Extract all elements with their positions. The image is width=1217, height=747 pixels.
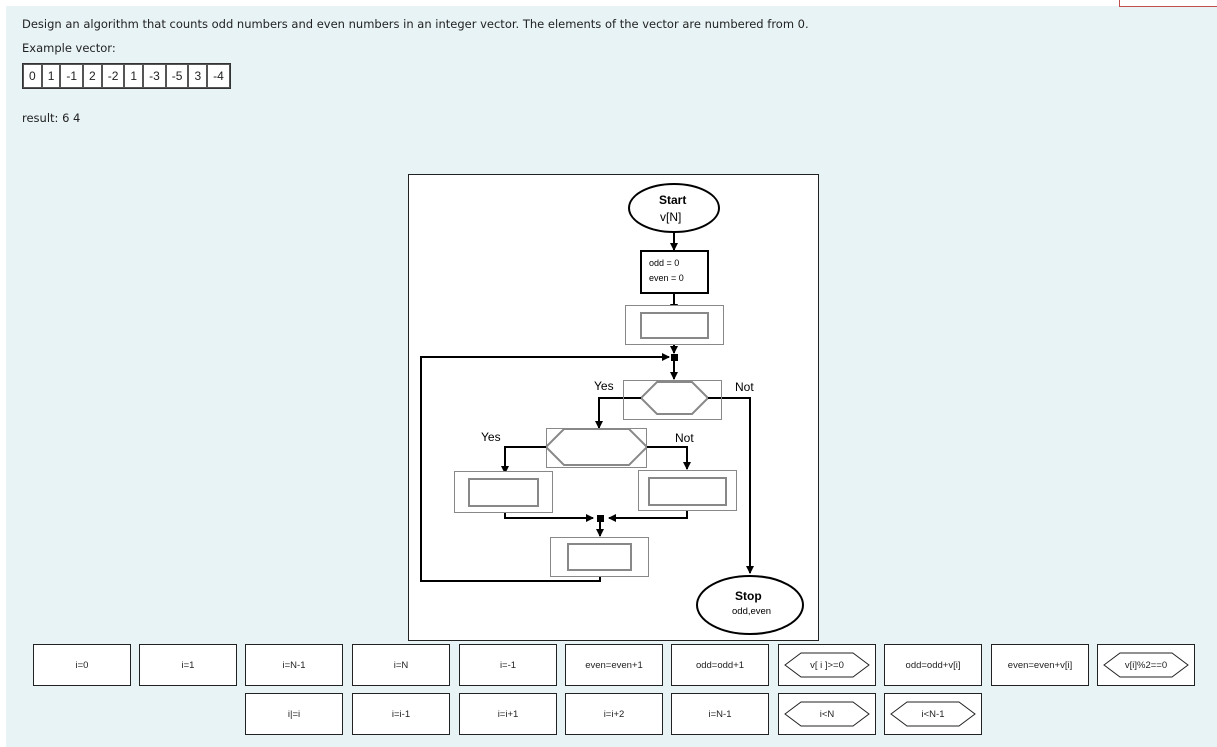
answer-card-label: i=i+2 [603,708,625,720]
answer-card-label: i=N-1 [282,659,306,671]
start-terminal [628,183,720,233]
answer-card-label: i=-1 [499,659,517,671]
answer-card-i-1[interactable]: i=-1 [459,644,557,686]
init-odd: odd = 0 [649,258,680,268]
answer-card-i-n-1[interactable]: i=N-1 [671,693,769,735]
hexagon-shape-icon [1103,652,1189,678]
answer-card-label: i=N-1 [708,708,732,720]
start-title: Start [659,193,687,207]
answer-card-i-n[interactable]: i<N [778,693,876,735]
outer-yes-label: Yes [594,379,614,393]
answer-card-label: i=1 [181,659,195,671]
drop-zone-inner-condition[interactable] [546,428,647,468]
answer-card-label: i=i+1 [497,708,519,720]
vector-cell: -5 [165,64,189,88]
flowchart-lines [420,183,804,635]
answer-card-label: i=0 [75,659,89,671]
init-even: even = 0 [649,273,684,283]
vector-cell: -3 [143,64,166,88]
result-line: result: 6 4 [22,111,80,125]
stop-title: Stop [735,589,762,603]
flowchart-canvas: Start v[N] odd = 0 even = 0 Yes Not Yes … [408,174,819,641]
result-label: result: [22,111,59,125]
answer-card-even-even-v-i[interactable]: even=even+v[i] [991,644,1089,686]
answer-card-label: i=i-1 [391,708,411,720]
example-vector-label: Example vector: [22,41,116,55]
drop-zone-no-branch[interactable] [638,470,737,511]
answer-card-i-n[interactable]: i=N [352,644,450,686]
answer-card-odd-odd-v-i[interactable]: odd=odd+v[i] [884,644,982,686]
stop-output: odd,even [732,606,772,617]
vector-cell: 2 [83,64,102,88]
answer-card-even-even-1[interactable]: even=even+1 [565,644,663,686]
answer-card-i-n-1[interactable]: i<N-1 [884,693,982,735]
answer-card-label: i<N [819,708,835,720]
answer-card-label: i|=i [287,708,301,720]
answer-card-i-i-1[interactable]: i=i-1 [352,693,450,735]
answer-card-v-i-0[interactable]: v[ i ]>=0 [778,644,876,686]
vector-cell: -4 [207,64,230,88]
vector-cell: -1 [60,64,84,88]
answer-card-label: v[ i ]>=0 [810,659,844,671]
vector-cell: -2 [101,64,125,88]
vector-cell: 1 [124,64,144,88]
answer-card-i-i-2[interactable]: i=i+2 [565,693,663,735]
merge-junction [597,515,604,522]
stop-terminal [696,575,804,635]
outer-no-label: Not [735,380,754,394]
problem-statement: Design an algorithm that counts odd numb… [22,17,809,31]
answer-card-label: odd=odd+1 [695,659,745,671]
answer-card-label: odd=odd+v[i] [905,659,961,671]
answer-card-i-0[interactable]: i=0 [33,644,131,686]
start-input: v[N] [660,210,682,224]
answer-card-i-n-1[interactable]: i=N-1 [245,644,343,686]
inner-no-label: Not [675,431,694,445]
inner-yes-label: Yes [481,430,501,444]
answer-card-label: even=even+1 [585,659,643,671]
result-value: 6 4 [62,111,81,125]
answer-card-label: v[i]%2==0 [1124,659,1168,671]
drop-zone-outer-condition[interactable] [623,380,722,420]
drop-zone-yes-branch[interactable] [454,471,553,513]
loop-junction [671,354,678,361]
answer-card-odd-odd-1[interactable]: odd=odd+1 [671,644,769,686]
answer-card-i-i-1[interactable]: i=i+1 [459,693,557,735]
vector-cell: 0 [23,64,42,88]
drop-zone-increment[interactable] [550,537,649,577]
answer-card-label: i=N [393,659,409,671]
vector-cell: 1 [41,64,61,88]
answer-card-i-i[interactable]: i|=i [245,693,343,735]
answer-card-v-i-2-0[interactable]: v[i]%2==0 [1097,644,1195,686]
drop-zone-init-loop[interactable] [625,305,724,345]
answer-card-i-1[interactable]: i=1 [139,644,237,686]
answer-card-label: even=even+v[i] [1007,659,1073,671]
hexagon-shape-icon [784,701,870,727]
vector-cell: 3 [188,64,208,88]
corner-frame [1119,0,1217,7]
hexagon-shape-icon [890,701,976,727]
answer-card-label: i<N-1 [921,708,945,720]
hexagon-shape-icon [784,652,870,678]
